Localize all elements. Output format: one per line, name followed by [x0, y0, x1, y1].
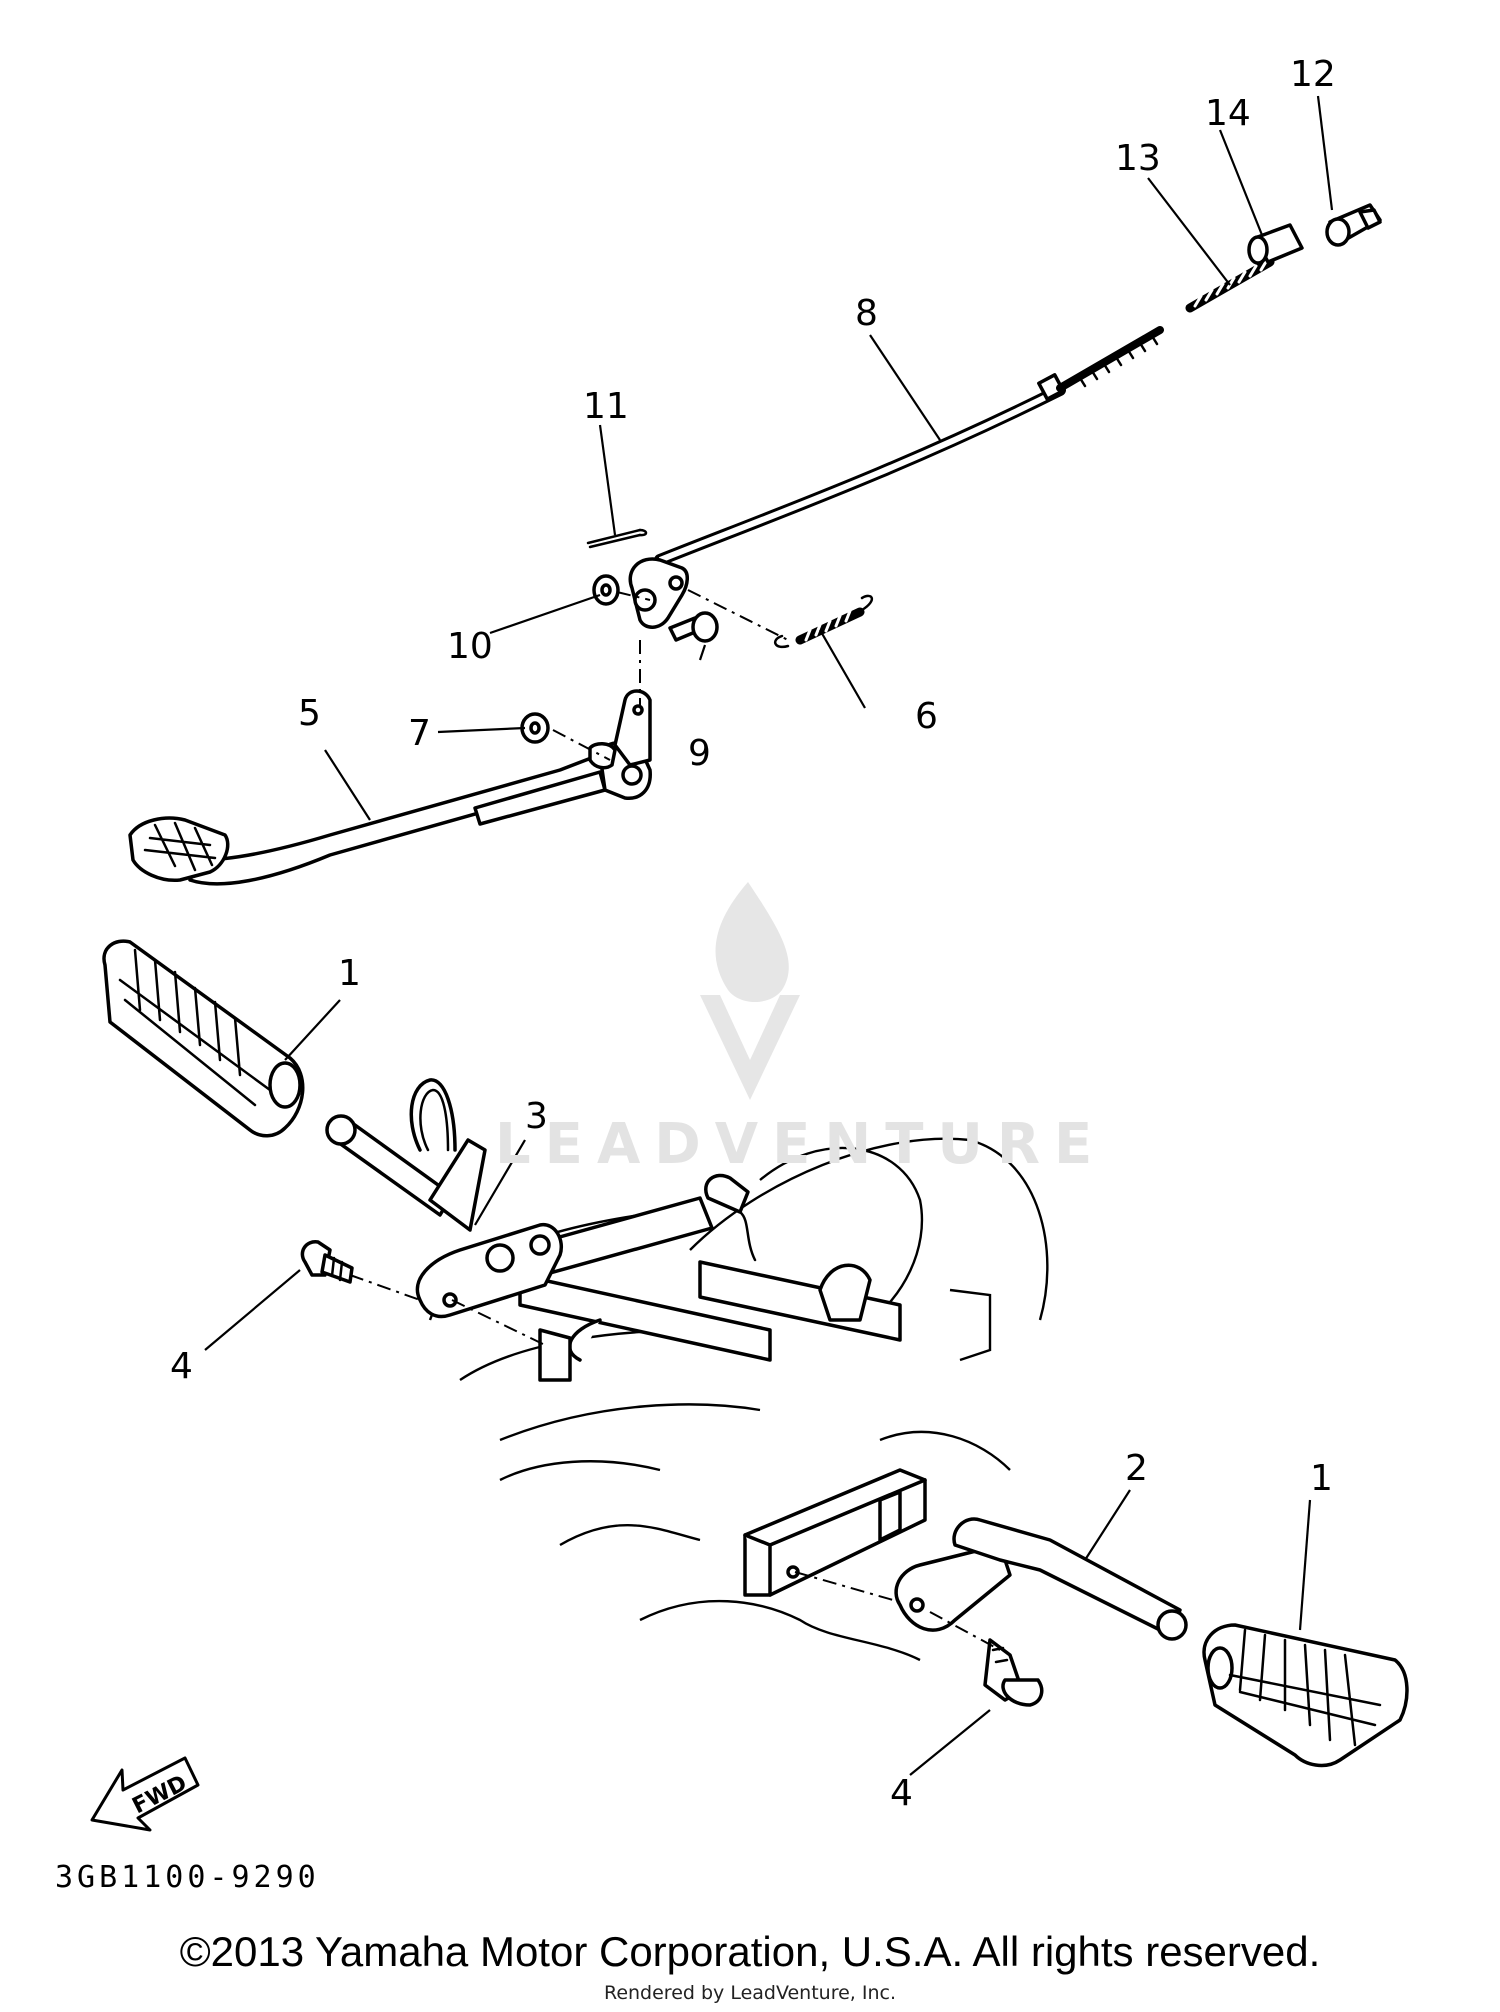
- brake-arm-clevis: [628, 557, 689, 629]
- brake-rod-8: [654, 326, 1164, 566]
- footrest-bracket-3: [325, 1078, 563, 1319]
- callout-14: 14: [1205, 93, 1251, 134]
- callout-3: 3: [525, 1096, 548, 1137]
- fwd-arrow: FWD: [90, 1756, 200, 1832]
- cotter-pin-11: [586, 528, 648, 549]
- callout-9: 9: [688, 733, 711, 774]
- callout-4-left: 4: [170, 1346, 193, 1387]
- callout-12: 12: [1290, 54, 1336, 95]
- leader-lines: [204, 95, 1334, 1776]
- bolt-4-right: [983, 1638, 1044, 1707]
- callout-5: 5: [298, 693, 321, 734]
- callout-1-right: 1: [1310, 1458, 1333, 1499]
- callout-6: 6: [915, 696, 938, 737]
- footrest-rubber-1-right: [1202, 1623, 1409, 1768]
- watermark-text: LEADVENTURE: [495, 1112, 1107, 1177]
- callout-2: 2: [1125, 1448, 1148, 1489]
- spring-6: [773, 594, 873, 649]
- washer-7: [520, 712, 550, 744]
- callout-1-left: 1: [338, 953, 361, 994]
- callout-13: 13: [1115, 138, 1161, 179]
- brake-pedal-5: [128, 689, 652, 886]
- nut-14: [1247, 223, 1304, 265]
- footrest-rubber-1-left: [102, 939, 305, 1138]
- pin-9: [668, 611, 719, 643]
- callout-7: 7: [408, 713, 431, 754]
- washer-10: [592, 574, 620, 606]
- callout-11: 11: [583, 386, 629, 427]
- callout-labels: 12 14 13 8 11 10 9 6 7 5 1 3 4 2 1 4: [170, 54, 1336, 1814]
- assembly-lines: [349, 589, 1001, 1651]
- rendered-by-credit: Rendered by LeadVenture, Inc.: [603, 1982, 897, 2004]
- callout-4-right: 4: [890, 1773, 913, 1814]
- joint-12: [1325, 203, 1382, 247]
- copyright-notice: ©2013 Yamaha Motor Corporation, U.S.A. A…: [179, 1928, 1321, 1975]
- diagram-code: 3GB1100-9290: [55, 1860, 320, 1895]
- frame-outline: [428, 1137, 1049, 1662]
- callout-8: 8: [855, 293, 878, 334]
- bolt-4-left: [300, 1240, 354, 1284]
- leadventure-watermark-logo: [700, 882, 800, 1100]
- callout-10: 10: [447, 626, 493, 667]
- footrest-bracket-2: [894, 1517, 1188, 1641]
